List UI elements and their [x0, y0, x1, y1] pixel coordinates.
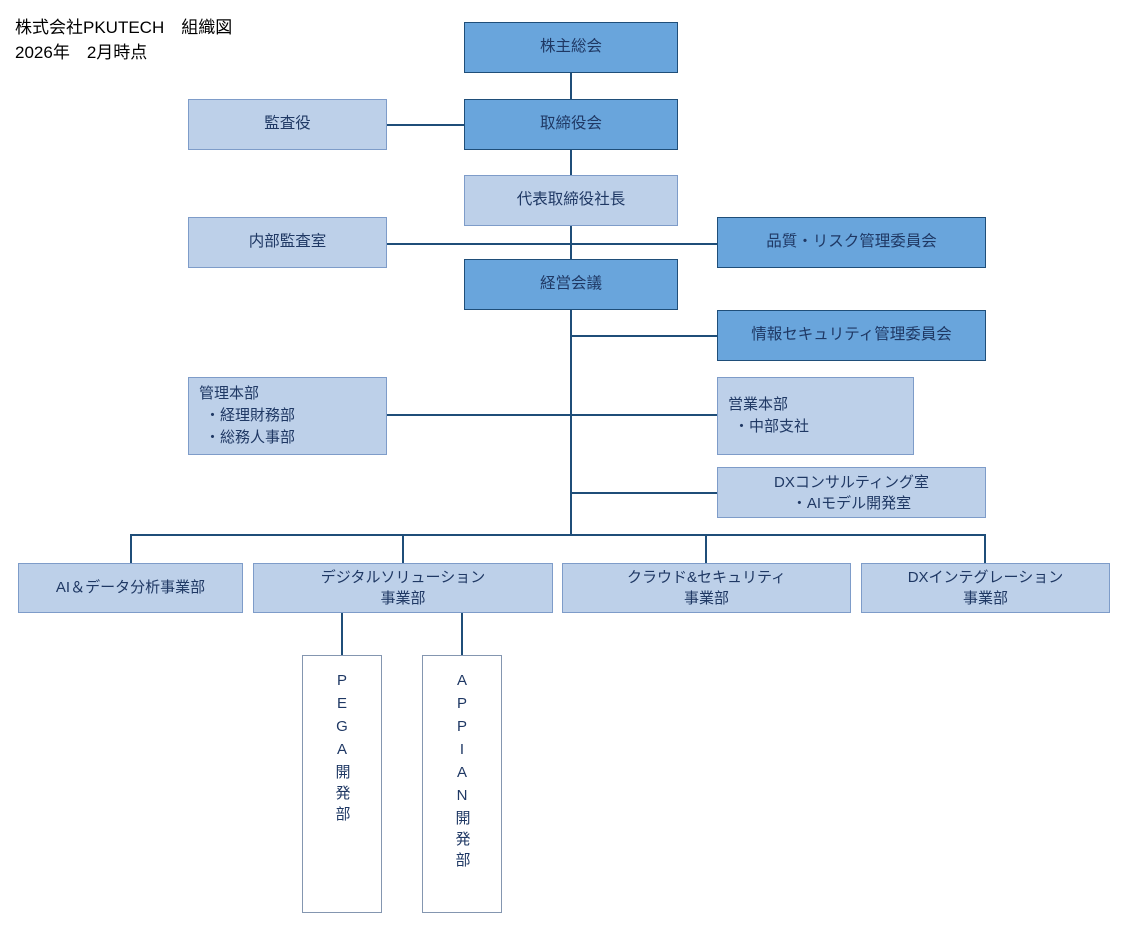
connector-spine-cloud-division — [705, 534, 707, 563]
node-dx-consulting-office-sub1: ・AIモデル開発室 — [791, 494, 912, 512]
node-dx-integration-division: DXインテグレーション 事業部 — [861, 563, 1110, 613]
node-shareholders-meeting: 株主総会 — [464, 22, 678, 73]
node-digital-solution-division-line1: デジタルソリューション — [320, 569, 486, 586]
connector-spine-dxintegration-division — [984, 534, 986, 563]
node-auditor: 監査役 — [188, 99, 387, 150]
connector-trunk-dxconsulting — [571, 492, 717, 494]
chart-title-line2: 2026年 2月時点 — [15, 42, 148, 62]
node-ai-data-division-label: AI＆データ分析事業部 — [55, 579, 206, 597]
node-pega-dev-dept-label: PEGA開発部 — [333, 672, 351, 827]
node-auditor-label: 監査役 — [264, 115, 311, 133]
node-cloud-security-division: クラウド&セキュリティ 事業部 — [562, 563, 851, 613]
connector-shareholders-board — [570, 73, 572, 100]
node-internal-audit-office: 内部監査室 — [188, 217, 387, 268]
connector-internalaudit-qualityrisk — [387, 243, 717, 245]
node-quality-risk-committee-label: 品質・リスク管理委員会 — [766, 233, 937, 251]
node-quality-risk-committee: 品質・リスク管理委員会 — [717, 217, 986, 268]
node-appian-dev-dept-label: APPIAN開発部 — [453, 672, 471, 873]
connector-spine-digital-division — [402, 534, 404, 563]
node-sales-hq-sub1: ・中部支社 — [734, 418, 810, 435]
node-admin-hq-sub1: ・経理財務部 — [205, 407, 296, 425]
node-management-meeting: 経営会議 — [464, 259, 678, 310]
node-digital-solution-division-line2: 事業部 — [380, 590, 426, 607]
node-shareholders-meeting-label: 株主総会 — [539, 38, 602, 56]
node-dx-integration-division-line1: DXインテグレーション — [907, 569, 1064, 586]
connector-digital-appian — [461, 613, 463, 655]
node-sales-hq-title: 営業本部 — [728, 396, 789, 414]
chart-title-line1: 株式会社PKUTECH 組織図 — [15, 18, 233, 37]
node-cloud-security-division-line2: 事業部 — [683, 590, 729, 607]
chart-title: 株式会社PKUTECH 組織図 2026年 2月時点 — [15, 16, 232, 65]
node-pega-dev-dept: PEGA開発部 — [302, 655, 382, 913]
node-dx-consulting-office-title: DXコンサルティング室 — [774, 473, 929, 491]
node-internal-audit-office-label: 内部監査室 — [248, 233, 327, 251]
connector-president-management — [570, 226, 572, 259]
node-president-label: 代表取締役社長 — [516, 191, 626, 209]
node-president: 代表取締役社長 — [464, 175, 678, 226]
connector-digital-pega — [341, 613, 343, 655]
connector-management-trunk — [570, 310, 572, 535]
node-appian-dev-dept: APPIAN開発部 — [422, 655, 502, 913]
node-admin-hq-title: 管理本部 — [199, 385, 260, 403]
connector-adminhq-saleshq — [387, 414, 717, 416]
node-infosec-committee-label: 情報セキュリティ管理委員会 — [751, 326, 952, 344]
connector-divisions-spine — [130, 534, 985, 536]
node-digital-solution-division: デジタルソリューション 事業部 — [253, 563, 553, 613]
connector-trunk-infosec — [571, 335, 717, 337]
node-infosec-committee: 情報セキュリティ管理委員会 — [717, 310, 986, 361]
node-sales-hq: 営業本部 ・中部支社 — [717, 377, 914, 455]
node-cloud-security-division-line1: クラウド&セキュリティ — [626, 569, 787, 586]
connector-board-president — [570, 150, 572, 175]
node-dx-integration-division-line2: 事業部 — [962, 590, 1008, 607]
node-dx-consulting-office: DXコンサルティング室 ・AIモデル開発室 — [717, 467, 986, 518]
connector-auditor-board — [387, 124, 464, 126]
node-admin-hq: 管理本部 ・経理財務部 ・総務人事部 — [188, 377, 387, 455]
node-management-meeting-label: 経営会議 — [539, 275, 602, 293]
node-admin-hq-sub2: ・総務人事部 — [205, 428, 296, 446]
connector-spine-ai-division — [130, 534, 132, 563]
node-board-of-directors: 取締役会 — [464, 99, 678, 150]
node-board-of-directors-label: 取締役会 — [539, 115, 602, 133]
node-ai-data-division: AI＆データ分析事業部 — [18, 563, 243, 613]
